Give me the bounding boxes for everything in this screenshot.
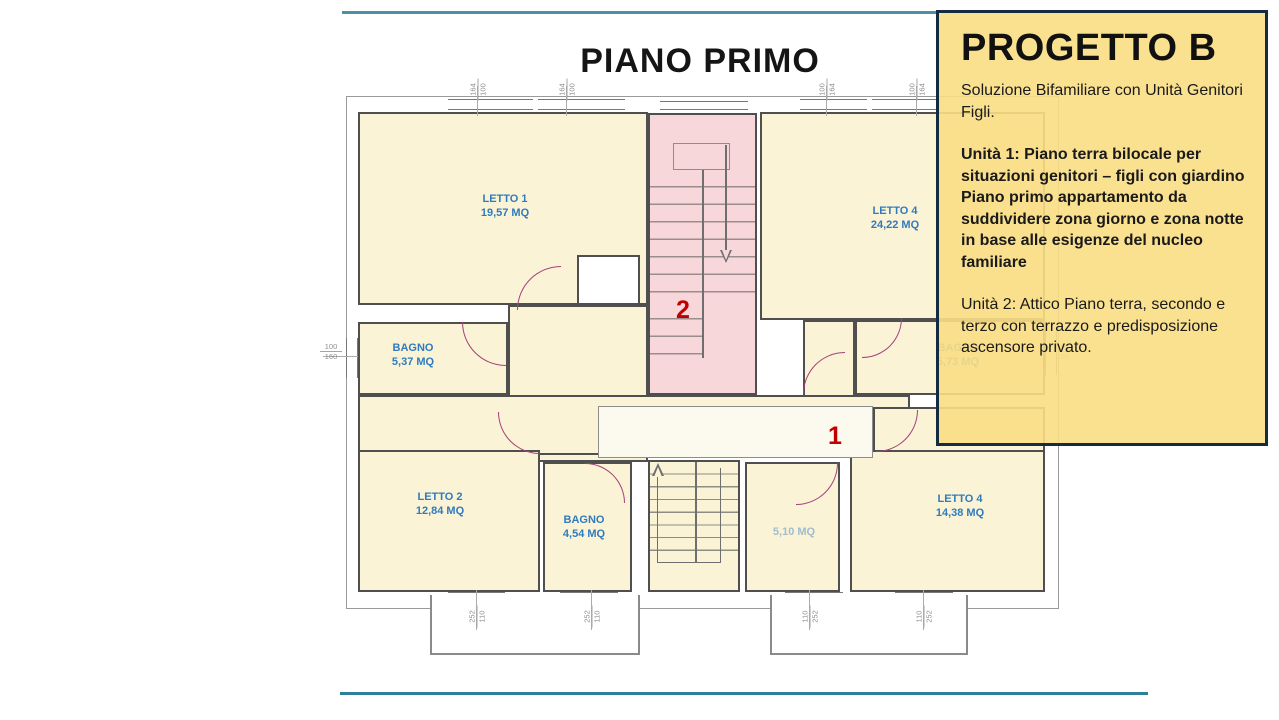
room-area: 5,10 MQ [772,526,816,538]
panel-intro: Soluzione Bifamiliare con Unità Genitori… [961,82,1243,121]
room-label-letto-4-top: LETTO 4 24,22 MQ [850,205,940,232]
bottom-accent-line [340,692,1148,695]
room-area: 24,22 MQ [870,218,920,231]
room-name: LETTO 2 [417,491,463,503]
room-label-bagno-454: BAGNO 4,54 MQ [539,514,629,541]
page-title: PIANO PRIMO [580,42,820,80]
dim-tick [809,590,810,630]
dim-tick [826,86,827,116]
dim-tick [591,590,592,630]
room-letto-4-bottom [850,450,1045,592]
info-panel: PROGETTO B Soluzione Bifamiliare con Uni… [936,10,1268,446]
window [660,101,748,110]
stair-direction-line [725,145,727,250]
panel-unit1-text: Unità 1: Piano terra bilocale per situaz… [961,146,1245,271]
unit1-strip [598,406,873,458]
stair-down-arrow [720,250,732,263]
window [800,99,867,110]
shaft [577,255,640,305]
stair-bottom-divider [695,462,697,562]
balcony-left [430,595,640,655]
dim-tick [323,356,358,357]
room-area: 14,38 MQ [935,506,985,519]
dim-tick [477,86,478,116]
room-label-letto-2: LETTO 2 12,84 MQ [395,491,485,518]
room-letto-2 [358,450,540,592]
balcony-right [770,595,968,655]
room-area: 4,54 MQ [562,527,606,540]
stair-landing [673,143,730,170]
dim-tick [916,86,917,116]
room-area: 19,57 MQ [480,206,530,219]
unit-marker-2: 2 [676,296,690,324]
stair-bottom-line-bottom [657,562,721,564]
room-name: LETTO 1 [482,193,528,205]
panel-unit2-text: Unità 2: Attico Piano terra, secondo e t… [961,296,1226,356]
panel-title: PROGETTO B [961,27,1217,69]
top-accent-line [342,11,937,14]
room-label-letto-1: LETTO 1 19,57 MQ [460,193,550,220]
room-area: 5,37 MQ [391,355,435,368]
dim-tick [566,86,567,116]
window [448,99,533,110]
dim-tick [923,590,924,630]
room-name: LETTO 4 [872,205,918,217]
window [872,99,940,110]
room-area: 12,84 MQ [415,504,465,517]
room-name: LETTO 4 [937,493,983,505]
dim-tick [476,590,477,630]
room-label-letto-4-bottom: LETTO 4 14,38 MQ [915,493,1005,520]
stair-treads-lower [650,302,702,358]
room-name: BAGNO [392,342,434,354]
stair-bottom-treads [650,462,738,554]
window [346,338,358,378]
unit-marker-1: 1 [828,422,842,450]
stair-up-arrow [652,463,664,477]
stair-bottom-line-right [720,468,722,563]
stair-bottom-line-left [657,476,659,563]
room-label-510: 5,10 MQ [749,526,839,540]
stair-divider [702,170,704,358]
window [538,99,625,110]
room-name: BAGNO [563,514,605,526]
room-label-bagno-537: BAGNO 5,37 MQ [368,342,458,369]
